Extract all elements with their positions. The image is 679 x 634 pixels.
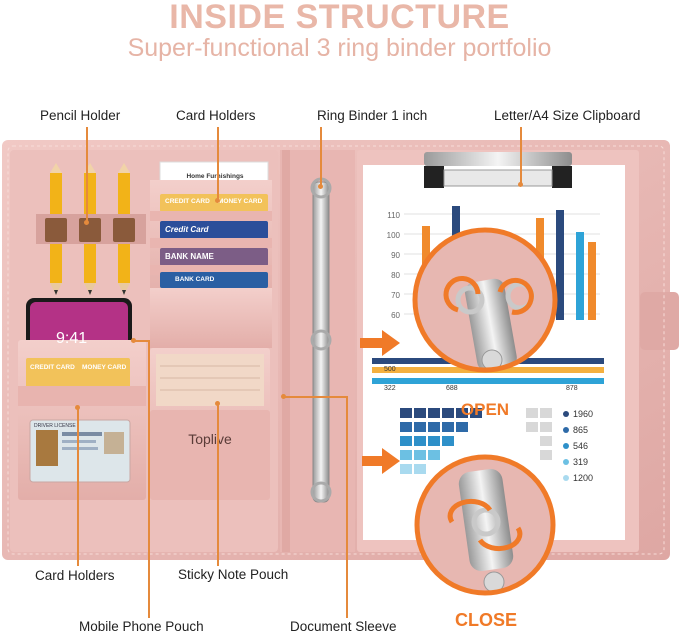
paper-legend: 1960 865 546 319 1200 [563, 409, 593, 483]
close-badge: CLOSE [454, 610, 517, 630]
pencils [36, 163, 146, 295]
phone-pouch-credit-card-text: CREDIT CARD [30, 364, 75, 371]
mobile-phone [26, 298, 132, 350]
money-card-text: MONEY CARD [218, 198, 263, 205]
paper-heatmap [400, 408, 552, 474]
brand-logo: Toplive [188, 431, 232, 447]
paper-y-axis: 110 100 90 80 70 60 [387, 211, 401, 320]
svg-text:100: 100 [387, 231, 401, 240]
credit-card-text: CREDIT CARD [165, 198, 210, 205]
svg-text:500: 500 [384, 366, 396, 373]
leader-card-holders-bottom [77, 408, 79, 566]
callout-sticky-note-pouch: Sticky Note Pouch [178, 567, 289, 582]
leader-mobile-phone-pouch-h [134, 340, 148, 342]
open-ring-detail [412, 227, 558, 373]
leader-dot-pencil-holder [84, 220, 89, 225]
svg-text:60: 60 [391, 311, 400, 320]
svg-text:865: 865 [573, 425, 588, 435]
arrow-to-close [362, 448, 400, 474]
svg-text:546: 546 [573, 441, 588, 451]
ring-binder [310, 177, 332, 503]
leader-ring-binder [320, 127, 322, 187]
leader-dot-document-sleeve [281, 394, 286, 399]
bank-card-text: BANK CARD [175, 276, 215, 283]
svg-text:322: 322 [384, 385, 396, 392]
close-ring-detail [414, 454, 556, 596]
leader-card-holders-top [217, 127, 219, 201]
callout-clipboard: Letter/A4 Size Clipboard [494, 108, 641, 123]
card-holder-stack [150, 161, 272, 348]
license-text: DRIVER LICENSE [34, 423, 76, 429]
svg-text:90: 90 [391, 251, 400, 260]
leader-mobile-phone-pouch [148, 340, 150, 618]
home-furnishings-card-text: Home Furnishings [186, 173, 244, 180]
leader-document-sleeve [346, 396, 348, 618]
callout-ring-binder: Ring Binder 1 inch [317, 108, 428, 123]
leader-dot-card-holders-bottom [75, 405, 80, 410]
svg-text:319: 319 [573, 457, 588, 467]
callout-document-sleeve: Document Sleeve [290, 619, 397, 634]
page-title: INSIDE STRUCTURE [169, 0, 510, 36]
bank-name-text: BANK NAME [165, 252, 214, 261]
closure-strap [640, 292, 679, 350]
leader-dot-sticky-note-pouch [215, 401, 220, 406]
svg-text:70: 70 [391, 291, 400, 300]
leader-sticky-note-pouch [217, 404, 219, 566]
page-subtitle: Super-functional 3 ring binder portfolio [127, 34, 552, 62]
leader-dot-ring-binder [318, 184, 323, 189]
phone-time: 9:41 [56, 330, 88, 347]
svg-text:110: 110 [387, 211, 400, 220]
svg-text:688: 688 [446, 385, 458, 392]
leader-pencil-holder [86, 127, 88, 223]
arrow-to-open [360, 330, 400, 356]
callout-card-holders-top: Card Holders [176, 108, 256, 123]
callout-pencil-holder: Pencil Holder [40, 108, 121, 123]
phone-pouch-money-card-text: MONEY CARD [82, 364, 127, 371]
svg-text:80: 80 [391, 271, 400, 280]
leader-dot-mobile-phone-pouch [131, 338, 136, 343]
leader-clipboard [520, 127, 522, 185]
callout-mobile-phone-pouch: Mobile Phone Pouch [79, 619, 204, 634]
svg-text:1200: 1200 [573, 473, 593, 483]
callout-card-holders-bottom: Card Holders [35, 568, 115, 583]
leader-document-sleeve-h [284, 396, 346, 398]
leader-dot-card-holders-top [215, 198, 220, 203]
svg-text:1960: 1960 [573, 409, 593, 419]
svg-text:878: 878 [566, 385, 578, 392]
credit-card-blue-text: Credit Card [165, 225, 209, 234]
leader-dot-clipboard [518, 182, 523, 187]
clipboard-clip [424, 152, 572, 188]
open-badge: OPEN [460, 400, 510, 419]
